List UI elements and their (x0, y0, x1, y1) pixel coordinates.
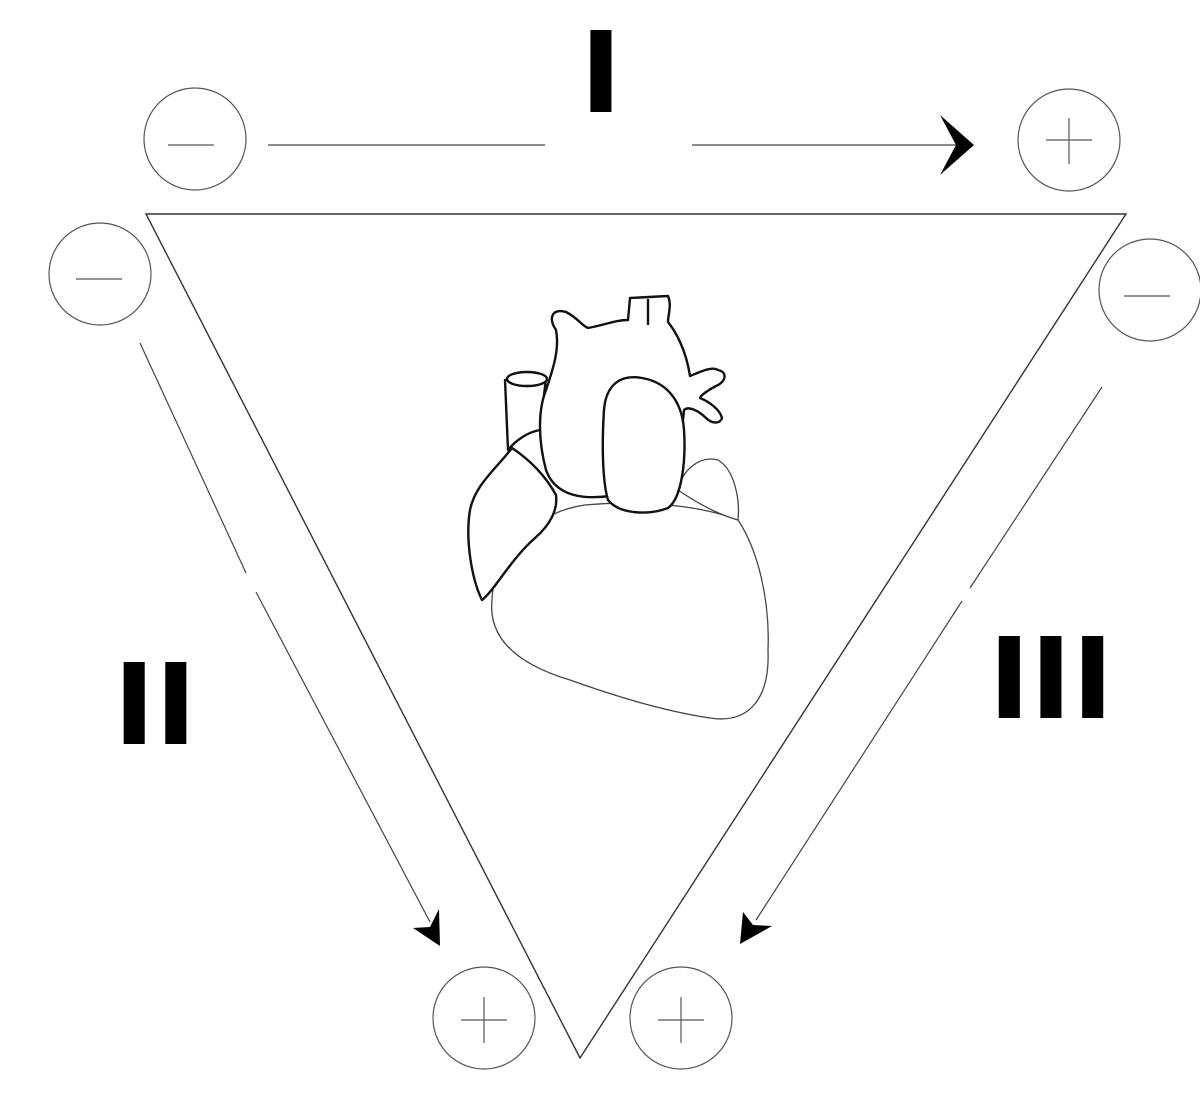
arrowhead-icon (740, 912, 772, 944)
plus-icon (658, 997, 704, 1043)
einthoven-triangle (144, 213, 1128, 1060)
lead-1-arrow (268, 115, 974, 175)
lead-2-label: II (113, 641, 196, 771)
lead-1-negative (143, 87, 247, 191)
lead-2-arrow (139, 342, 440, 946)
lead-3-label: III (988, 615, 1113, 745)
arrowhead-icon (940, 115, 974, 175)
arrowhead-icon (413, 909, 440, 946)
lead-2-positive (432, 966, 536, 1070)
lead-2-negative (48, 222, 152, 326)
plus-icon (1046, 118, 1092, 164)
lead-3-arrow (740, 386, 1103, 944)
lead-1-positive (1017, 88, 1121, 192)
plus-icon (461, 997, 507, 1043)
lead-1-label: I (580, 9, 622, 139)
lead-3-negative (1098, 238, 1200, 342)
heart-icon (467, 294, 769, 720)
lead-3-positive (629, 966, 733, 1070)
